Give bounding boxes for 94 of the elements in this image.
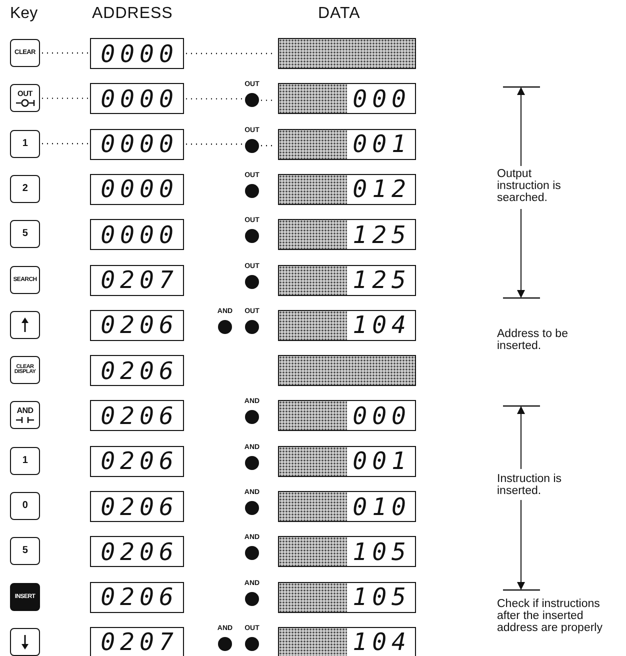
address-display [90,400,184,432]
address-display [90,355,184,386]
data-display [278,491,416,522]
note-text: Instruction is inserted. [497,473,563,498]
data-display [278,128,416,160]
indicator-lamp [218,320,232,334]
indicator-lamp [245,592,259,606]
address-display [90,264,184,296]
key-label: AND [16,406,34,415]
keypad-key [10,39,40,67]
display-digits: 000 [352,86,411,111]
indicator-lamp [218,636,232,651]
display-digits: 0206 [100,540,178,564]
display-digits: 010 [352,494,411,518]
keypad-key [10,401,40,430]
address-display [90,38,184,69]
display-digits: 0206 [100,313,178,338]
key-label: 5 [22,546,28,556]
key-label: 1 [22,456,28,466]
indicator-lamp [245,184,259,198]
data-display [278,174,416,205]
address-display [90,491,184,522]
address-display [90,219,184,250]
address-display [90,310,184,341]
display-digits: 125 [352,268,411,292]
display-digits: 0000 [100,222,178,247]
indicator-lamp [245,456,259,470]
data-display [278,219,416,250]
display-digits: 104 [352,313,411,338]
indicator-lamp [245,410,259,424]
keypad-key [10,84,40,112]
data-display [278,446,416,477]
display-digits: 104 [352,630,411,654]
indicator-lamp [245,274,259,288]
key-label: 0 [22,501,28,511]
indicator-lamp [245,636,259,651]
data-display [278,264,416,296]
data-display [278,582,416,613]
display-digits: 001 [352,449,411,474]
keypad-key [10,446,40,475]
display-digits: 0206 [100,358,178,383]
display-digits: 0206 [100,404,178,428]
display-digits: 0207 [100,268,178,292]
data-display [278,310,416,341]
display-digits: 0206 [100,449,178,474]
keypad-key [10,582,40,611]
address-display [90,83,184,114]
display-digits: 000 [352,404,411,428]
column-heading: Key [10,6,38,22]
display-digits: 0000 [100,132,178,156]
note-text: Output instruction is searched. [497,168,562,204]
indicator-lamp [245,229,259,244]
address-display [90,536,184,568]
display-digits: 105 [352,585,411,610]
display-digits: 0206 [100,585,178,610]
data-display [278,626,416,656]
keypad-key [10,628,40,656]
indicator-lamp [245,320,259,334]
keypad-key [10,174,40,203]
keypad-key [10,266,40,294]
display-digits: 0000 [100,177,178,202]
address-display [90,446,184,477]
display-digits: 0000 [100,42,178,66]
keypad-key [10,537,40,566]
display-digits: 0207 [100,630,178,654]
keypad-key [10,492,40,520]
data-display [278,536,416,568]
indicator-lamp [245,93,259,108]
data-display [278,83,416,114]
keypad-key [10,130,40,158]
keypad-key [10,220,40,248]
display-digits: 0206 [100,494,178,518]
note-text: Address to be inserted. [497,328,569,352]
address-display [90,626,184,656]
keypad-key [10,356,40,384]
column-heading: ADDRESS [92,6,173,22]
data-display [278,400,416,432]
display-digits: 125 [352,222,411,247]
display-digits: 0000 [100,86,178,111]
address-display [90,582,184,613]
note-text: Check if instructions after the inserted address are properly [497,598,604,634]
address-display [90,174,184,205]
key-label: 1 [22,138,28,149]
indicator-lamp [245,501,259,515]
key-label: 5 [22,229,28,240]
display-digits: 012 [352,177,411,202]
indicator-lamp [245,546,259,560]
key-label: 2 [22,184,28,194]
address-display [90,128,184,160]
indicator-lamp [245,138,259,153]
keypad-key [10,310,40,339]
display-digits: 105 [352,540,411,564]
column-heading: DATA [318,6,360,22]
display-digits: 001 [352,132,411,156]
